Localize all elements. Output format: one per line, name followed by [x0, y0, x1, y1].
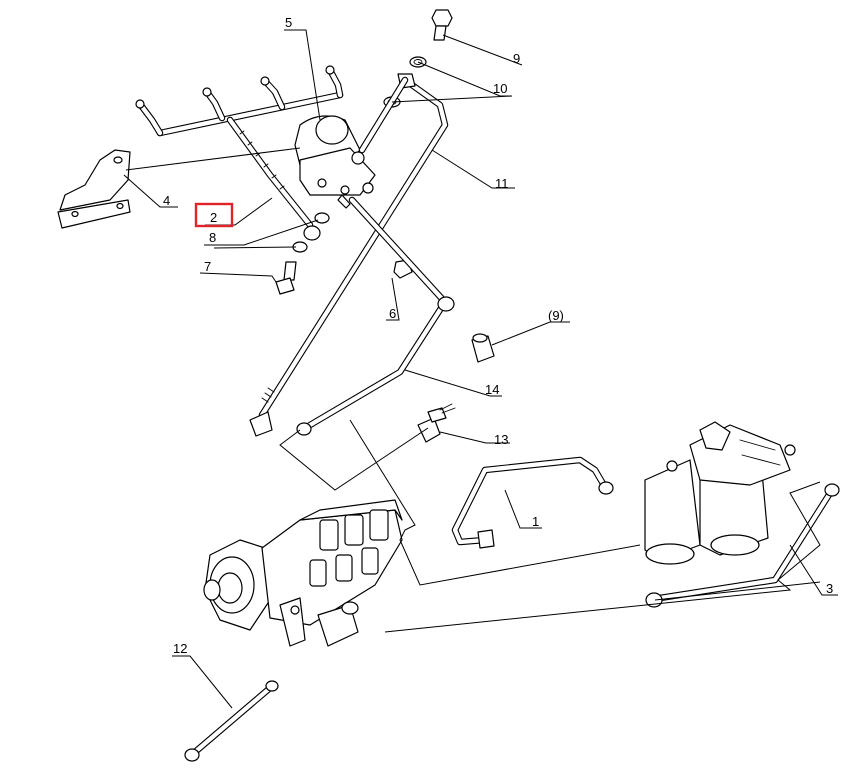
- fuel-line-part-11: [249, 73, 449, 437]
- callout-9: 9: [513, 51, 520, 66]
- bracket-part-4: [57, 149, 131, 229]
- fuel-line-part-12: [184, 680, 279, 762]
- callout-11: 11: [495, 176, 509, 191]
- callout-4: 4: [163, 193, 170, 208]
- callout-12: 12: [173, 641, 187, 656]
- washers-part-8: [292, 212, 330, 253]
- fuel-line-part-14: [296, 196, 455, 436]
- banjo-bolt-part-9: [431, 9, 453, 41]
- callout-leaders: [123, 29, 838, 709]
- callout-10: 10: [493, 81, 507, 96]
- bolt-part-7: [275, 261, 297, 295]
- fuel-line-part-1: [451, 456, 614, 549]
- overflow-valve-part-13: [417, 403, 456, 443]
- banjo-bolt-part-9-secondary: [471, 333, 495, 363]
- twin-fuel-filter: [644, 421, 796, 565]
- callout-7: 7: [204, 259, 211, 274]
- routing-lines: [279, 419, 821, 633]
- callout-5: 5: [285, 15, 292, 30]
- filter-housing-part-5: [294, 115, 376, 209]
- callout-13: 13: [494, 432, 508, 447]
- injection-pump: [203, 499, 403, 647]
- callout-2: 2: [210, 210, 217, 225]
- callouts: 5 9 10 11 4 2 8 7 6 (9) 14 13 1 3 12: [163, 15, 833, 656]
- callout-14: 14: [485, 382, 499, 397]
- highlight-box-part-2[interactable]: [194, 202, 234, 228]
- callout-3: 3: [826, 581, 833, 596]
- leak-off-line-part-2: [135, 65, 344, 229]
- callout-1: 1: [532, 514, 539, 529]
- callout-9-secondary: (9): [548, 308, 564, 323]
- callout-6: 6: [389, 306, 396, 321]
- callout-8: 8: [209, 230, 216, 245]
